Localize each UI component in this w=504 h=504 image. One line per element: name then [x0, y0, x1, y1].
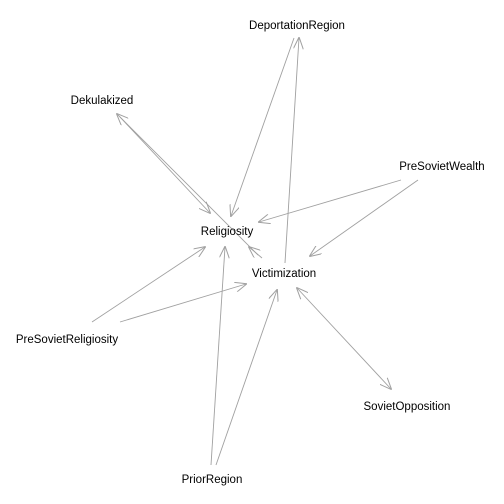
edge-pre-soviet-religiosity-to-religiosity: [91, 247, 205, 323]
edge-pre-soviet-religiosity-to-victimization: [119, 284, 246, 323]
nodes-group: DeportationRegion Dekulakized PreSovietW…: [16, 20, 485, 486]
edge-pre-soviet-wealth-to-religiosity: [259, 179, 402, 222]
node-dekulakized: Dekulakized: [71, 95, 134, 107]
edge-pre-soviet-wealth-to-victimization: [310, 179, 419, 256]
node-pre-soviet-religiosity: PreSovietReligiosity: [16, 334, 119, 346]
node-victimization: Victimization: [252, 268, 316, 280]
edge-victimization-to-religiosity: [249, 247, 263, 259]
edge-victimization-to-soviet-opposition: [297, 288, 391, 389]
node-deportation-region: DeportationRegion: [249, 20, 345, 32]
edge-prior-region-to-victimization: [215, 290, 277, 466]
edge-victimization-to-deportation-region: [284, 38, 299, 264]
node-religiosity: Religiosity: [201, 226, 254, 238]
node-prior-region: PriorRegion: [182, 474, 243, 486]
edge-prior-region-to-religiosity: [210, 247, 225, 466]
edge-victimization-to-dekulakized: [117, 114, 259, 256]
node-soviet-opposition: SovietOpposition: [364, 401, 451, 413]
edge-deportation-region-to-religiosity: [231, 37, 295, 216]
edges-group: [91, 37, 419, 466]
node-pre-soviet-wealth: PreSovietWealth: [399, 161, 484, 173]
edge-dekulakized-to-religiosity: [119, 116, 210, 213]
